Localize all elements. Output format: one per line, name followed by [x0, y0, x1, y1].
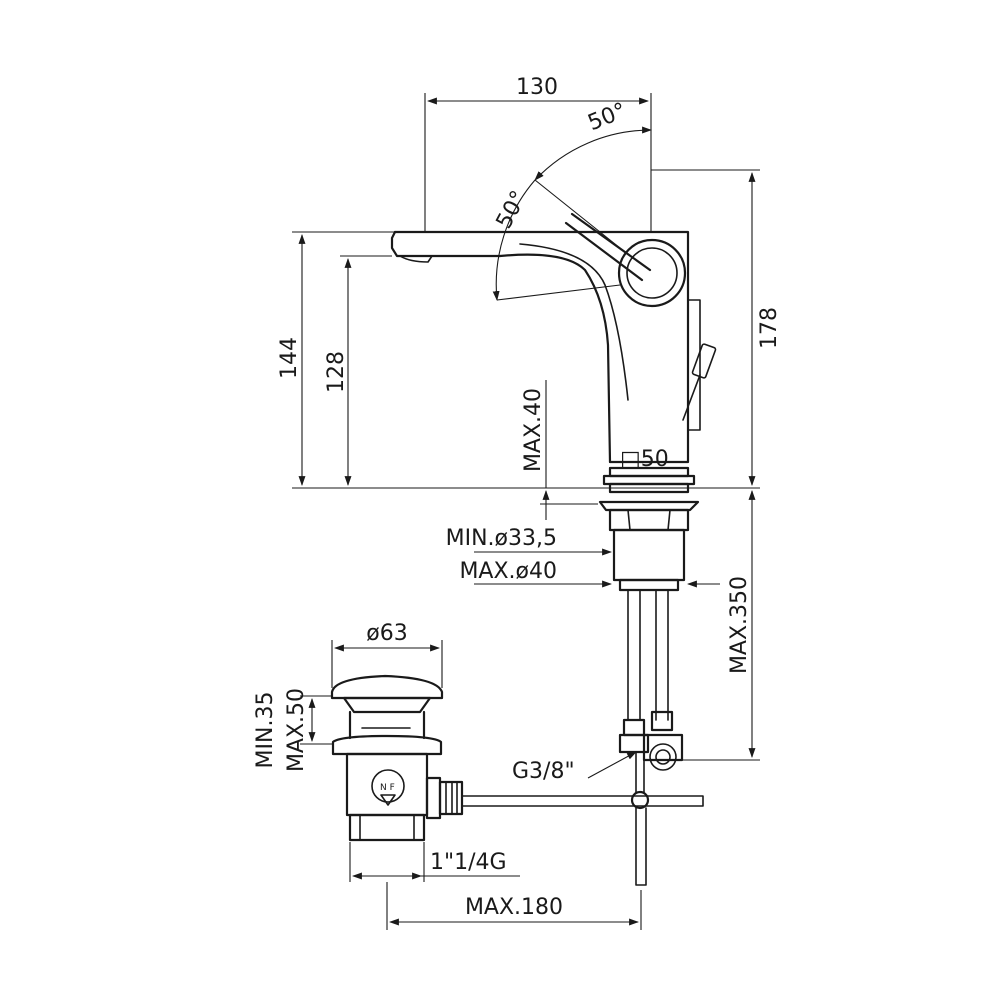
label-max40: MAX.40 [521, 388, 546, 472]
label-square50: □50 [620, 447, 669, 472]
dim-130: 130 [424, 75, 652, 232]
dim-g38: G3/8" [512, 751, 637, 784]
waste-assembly [330, 674, 464, 842]
faucet-base [598, 466, 700, 592]
label-128: 128 [324, 351, 349, 393]
label-178: 178 [757, 307, 782, 349]
label-min335: MIN.ø33,5 [446, 526, 557, 551]
dim-thread114: 1"1/4G [349, 842, 520, 882]
label-max180: MAX.180 [465, 895, 563, 920]
faucet-body [390, 212, 717, 464]
label-angle-top: 50° [585, 98, 631, 136]
dim-128: 128 [324, 255, 392, 486]
label-g38: G3/8" [512, 759, 575, 784]
dim-max350: MAX.350 [680, 490, 760, 761]
label-max350: MAX.350 [727, 576, 752, 674]
label-angle-side: 50° [492, 187, 532, 233]
dim-min335: MIN.ø33,5 [446, 526, 612, 556]
dim-min35-max50: MIN.35 MAX.50 [253, 688, 332, 772]
popup-rod [461, 751, 704, 886]
dim-maxd40: MAX.ø40 [459, 559, 720, 588]
label-130: 130 [516, 75, 558, 100]
nf-logo-text: N F [380, 783, 395, 793]
dim-178: 178 [651, 169, 782, 486]
dim-144: 144 [277, 231, 395, 486]
label-maxd40: MAX.ø40 [459, 559, 557, 584]
supply-hoses [618, 589, 684, 771]
label-min35: MIN.35 [253, 692, 278, 769]
label-thread114: 1"1/4G [430, 850, 507, 875]
nf-logo [371, 769, 405, 806]
dim-max180: MAX.180 [386, 882, 642, 930]
label-144: 144 [277, 337, 302, 379]
dim-d63: ø63 [331, 621, 443, 688]
label-max50: MAX.50 [284, 688, 309, 772]
dim-max40: MAX.40 [521, 380, 598, 520]
label-d63: ø63 [366, 621, 407, 646]
